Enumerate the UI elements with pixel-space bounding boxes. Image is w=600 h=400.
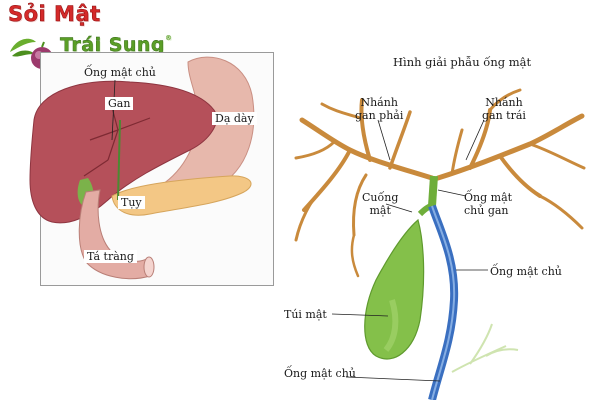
label-cystic-duct: Cuống mật (362, 191, 398, 217)
label-pancreas: Tụy (118, 196, 145, 209)
label-left-hepatic-line2: gan trái (482, 109, 526, 122)
diagram-title: Hình giải phẫu ống mật (393, 55, 532, 69)
label-common-bile-duct-upper: Ống mật chủ (490, 265, 562, 278)
label-common-hepatic-line2: chủ gan (464, 204, 509, 217)
label-common-hepatic-line1: Ống mật (464, 191, 513, 204)
label-common-hepatic-duct: Ống mật chủ gan (464, 191, 512, 217)
label-cystic-line1: Cuống (362, 191, 399, 204)
logo-title: Sỏi Mật (8, 2, 101, 27)
hepatic-branches (294, 88, 586, 278)
label-duodenum: Tá tràng (84, 250, 137, 263)
label-common-bile-duct-left: Ống mật chủ (84, 66, 156, 79)
pancreas-shape (111, 175, 252, 216)
label-cystic-line2: mật (369, 204, 391, 217)
label-right-hepatic-line1: Nhánh (360, 96, 398, 109)
registered-mark: ® (165, 34, 173, 42)
logo-subtitle: Trái Sung® (60, 34, 173, 56)
label-left-hepatic-branch: Nhánh gan trái (482, 96, 526, 122)
label-left-hepatic-line1: Nhánh (485, 96, 523, 109)
label-gallbladder: Túi mật (284, 308, 327, 321)
gallbladder-shape (364, 218, 425, 360)
label-right-hepatic-line2: gan phải (355, 109, 404, 122)
label-right-hepatic-branch: Nhánh gan phải (355, 96, 403, 122)
label-stomach: Dạ dày (212, 112, 257, 125)
liver-shape (29, 80, 217, 224)
label-common-bile-duct-lower: Ống mật chủ (284, 367, 356, 380)
label-liver: Gan (105, 97, 134, 110)
